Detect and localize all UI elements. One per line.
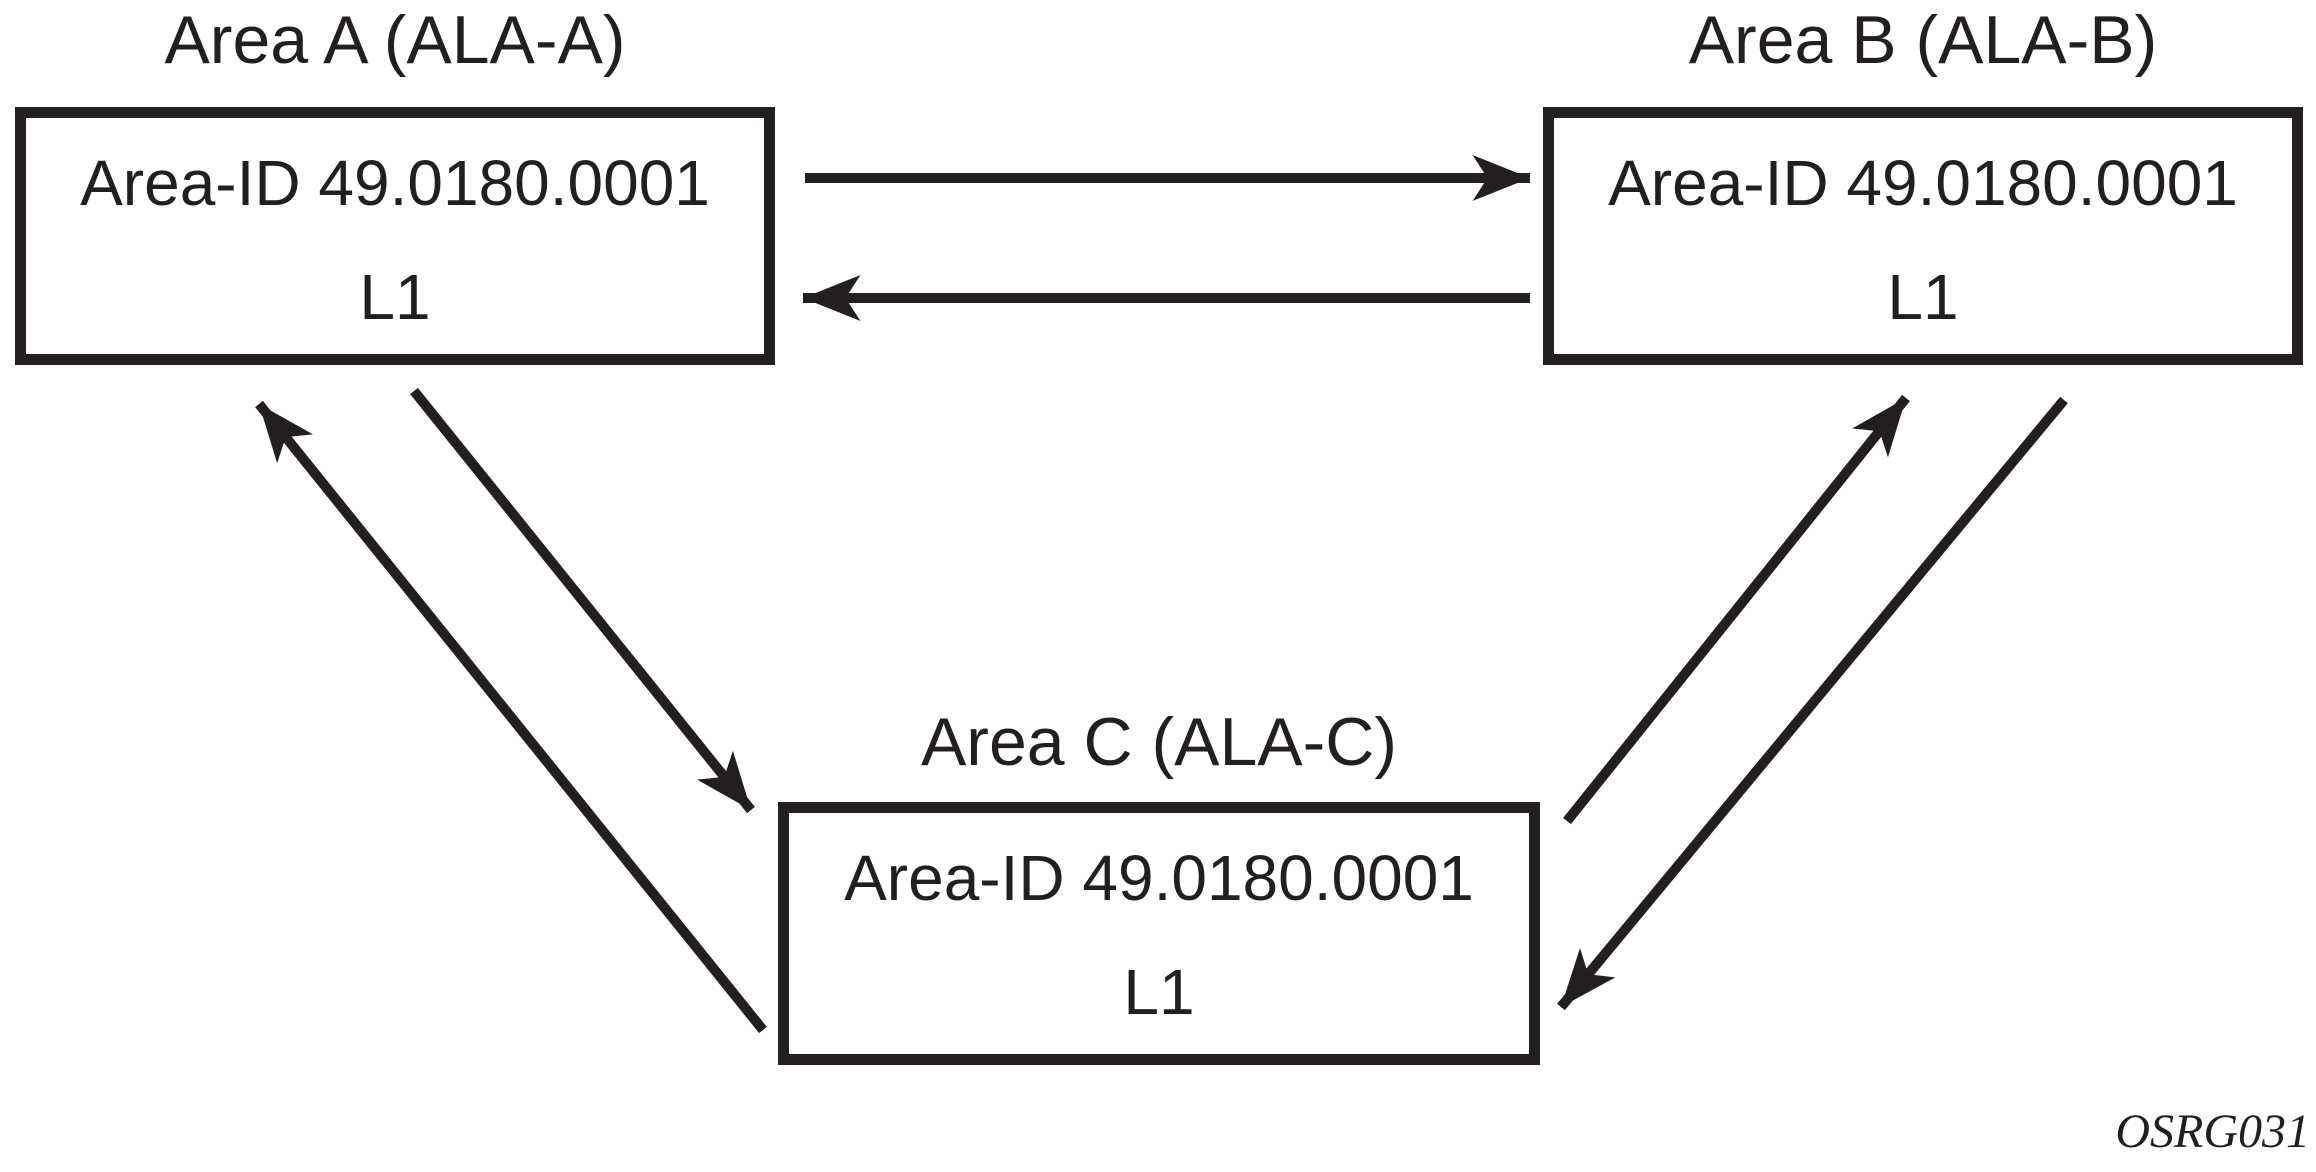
area-c-title: Area C (ALA-C) [920,704,1398,780]
figure-credit: OSRG031 [2115,1105,2310,1158]
area-a-id-label: Area-ID 49.0180.0001 [80,147,710,219]
area-b-title: Area B (ALA-B) [1688,2,2158,78]
arrow-c-to-b [1563,394,1910,825]
area-b-id-label: Area-ID 49.0180.0001 [1608,147,2238,219]
area-c-box: Area-ID 49.0180.0001 L1 [778,802,1540,1065]
area-a-level-label: L1 [359,261,431,333]
arrow-c-to-a [255,400,767,1034]
arrow-a-to-c [410,387,755,814]
area-a-title: Area A (ALA-A) [164,2,626,78]
area-b-box: Area-ID 49.0180.0001 L1 [1543,107,2303,365]
arrow-b-to-c [1557,396,2068,1011]
area-a-box: Area-ID 49.0180.0001 L1 [15,107,775,365]
area-c-id-label: Area-ID 49.0180.0001 [844,842,1474,914]
area-c-level-label: L1 [1123,956,1195,1028]
area-b-level-label: L1 [1887,261,1959,333]
